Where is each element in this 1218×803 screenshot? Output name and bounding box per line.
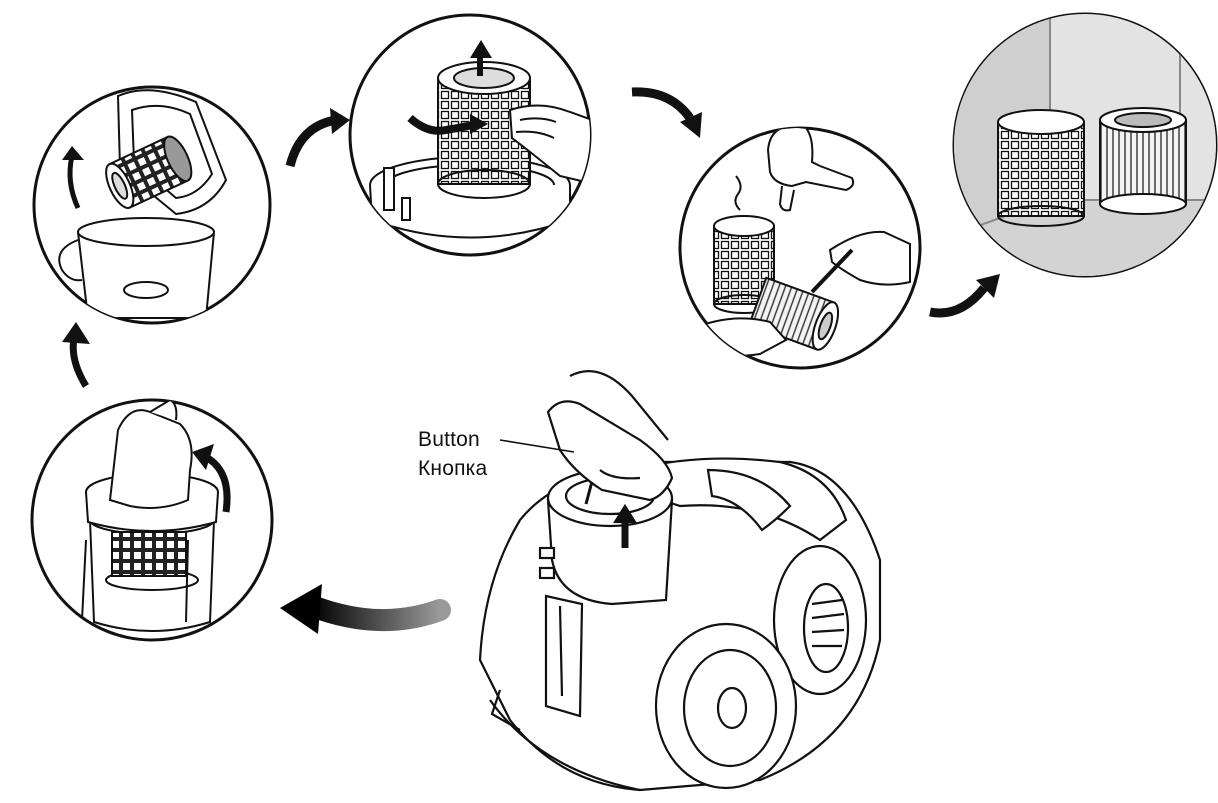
button-callout-label-ru: Кнопка bbox=[418, 457, 488, 480]
arrow-vacuum-to-step1 bbox=[301, 595, 451, 631]
button-callout-label-en: Button bbox=[418, 428, 480, 451]
arrow-step4-to-step5 bbox=[929, 285, 988, 318]
vacuum-cleaner-illustration bbox=[478, 370, 882, 792]
button-callout-line bbox=[499, 439, 575, 453]
wash-filter-illustration bbox=[688, 128, 911, 358]
arrow-step2-to-step3 bbox=[285, 115, 337, 168]
lift-container-illustration bbox=[81, 400, 219, 632]
arrow-step1-to-step2 bbox=[69, 337, 90, 388]
flow-arrows bbox=[62, 87, 1000, 634]
step-circle-twist-mesh bbox=[348, 13, 592, 257]
step-circle-open-lid bbox=[32, 85, 272, 325]
step-circle-lift-container bbox=[30, 398, 274, 642]
arrow-step3-to-step4 bbox=[631, 87, 694, 121]
step-circle-dry-filter bbox=[952, 12, 1218, 278]
step-circle-wash-filter bbox=[678, 126, 922, 370]
